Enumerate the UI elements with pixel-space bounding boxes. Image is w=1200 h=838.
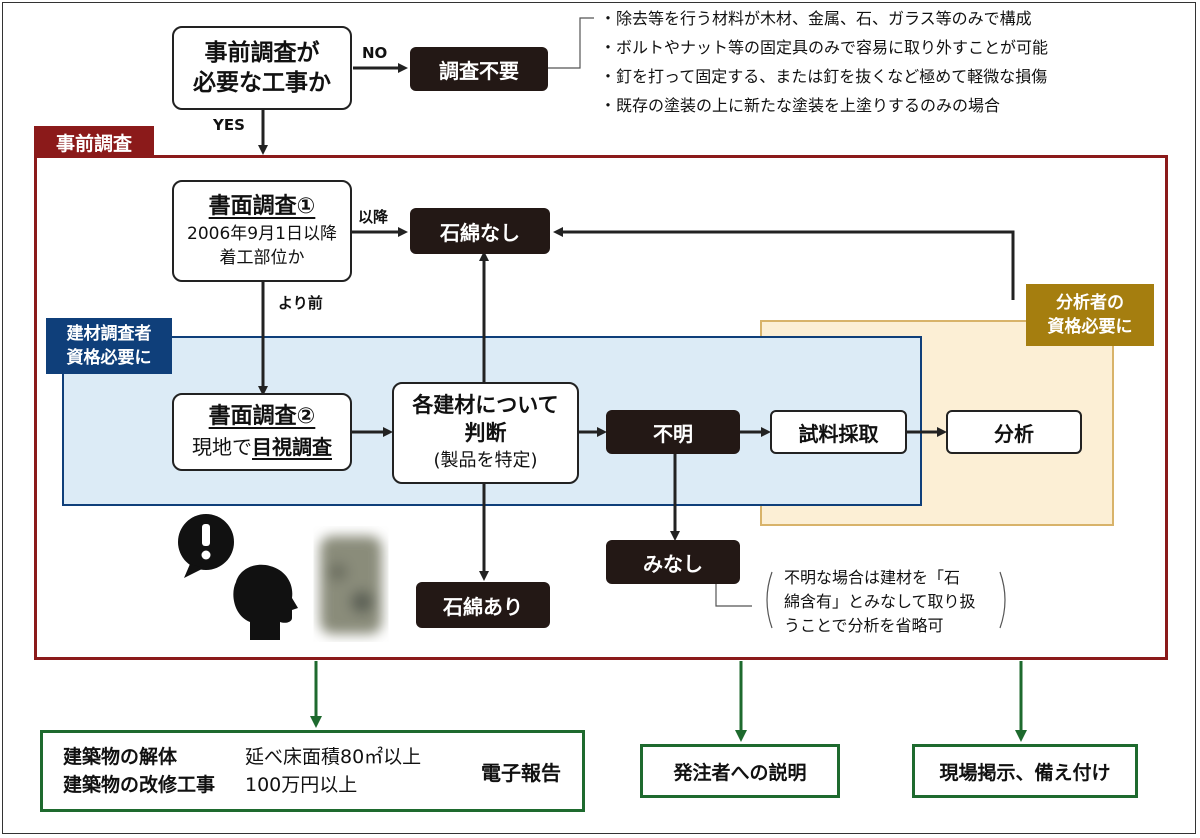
judge-box: 各建材について 判断 (製品を特定) bbox=[392, 382, 579, 484]
doc-survey-1-title: 書面調査① bbox=[208, 194, 316, 219]
report-row: 建築物の解体延べ床面積80㎡以上 bbox=[63, 746, 422, 768]
deemed-note: 不明な場合は建材を「石 綿含有」とみなして取り扱 うことで分析を省略可 bbox=[784, 568, 976, 635]
condition-item: ・既存の塗装の上に新たな塗装を上塗りするのみの場合 bbox=[600, 96, 1001, 115]
conditions-bracket bbox=[548, 17, 594, 69]
doc-survey-1-box: 書面調査① 2006年9月1日以降 着工部位か bbox=[172, 180, 352, 282]
inspector-label: 建材調査者 資格必要に bbox=[46, 318, 172, 374]
exclamation-bubble-icon bbox=[178, 514, 234, 578]
condition-item: ・釘を打って固定する、または釘を抜くなど極めて軽微な損傷 bbox=[600, 67, 1048, 86]
question-box: 事前調査が 必要な工事か bbox=[172, 26, 352, 110]
survey-section-label: 事前調査 bbox=[34, 126, 154, 158]
before-label: より前 bbox=[278, 294, 323, 312]
posting-box: 現場掲示、備え付け bbox=[912, 744, 1138, 798]
unknown-box: 不明 bbox=[606, 410, 740, 454]
not-required-box: 調査不要 bbox=[410, 47, 548, 91]
no-asbestos-box: 石綿なし bbox=[410, 208, 550, 254]
doc-survey-2-line: 現地で目視調査 bbox=[192, 435, 332, 459]
note-bracket-left bbox=[766, 571, 773, 629]
condition-item: ・ボルトやナット等の固定具のみで容易に取り外すことが可能 bbox=[600, 38, 1049, 57]
no-label: NO bbox=[362, 44, 388, 62]
analyst-label: 分析者の 資格必要に bbox=[1026, 284, 1154, 346]
after-label: 以降 bbox=[358, 208, 389, 226]
condition-item: ・除去等を行う材料が木材、金属、石、ガラス等のみで構成 bbox=[600, 9, 1032, 28]
person-head-icon bbox=[233, 564, 298, 640]
exemption-conditions: ・除去等を行う材料が木材、金属、石、ガラス等のみで構成 ・ボルトやナット等の固定… bbox=[600, 4, 1048, 120]
asbestos-present-box: 石綿あり bbox=[416, 582, 550, 628]
material-sample-icon bbox=[320, 536, 382, 634]
analysis-box: 分析 bbox=[946, 410, 1082, 454]
inspector-illustration bbox=[178, 514, 382, 640]
deemed-box: みなし bbox=[606, 540, 740, 584]
note-bracket-right bbox=[999, 571, 1006, 629]
note-connector bbox=[715, 584, 752, 607]
doc-survey-2-box: 書面調査② 現地で目視調査 bbox=[172, 393, 352, 471]
arrow-analysis-none bbox=[553, 227, 1015, 300]
yes-label: YES bbox=[213, 116, 245, 134]
survey-section-border bbox=[34, 155, 1168, 660]
report-label: 電子報告 bbox=[481, 761, 561, 785]
doc-survey-2-title: 書面調査② bbox=[208, 404, 316, 429]
explain-box: 発注者への説明 bbox=[640, 744, 840, 798]
sampling-box: 試料採取 bbox=[770, 410, 907, 454]
